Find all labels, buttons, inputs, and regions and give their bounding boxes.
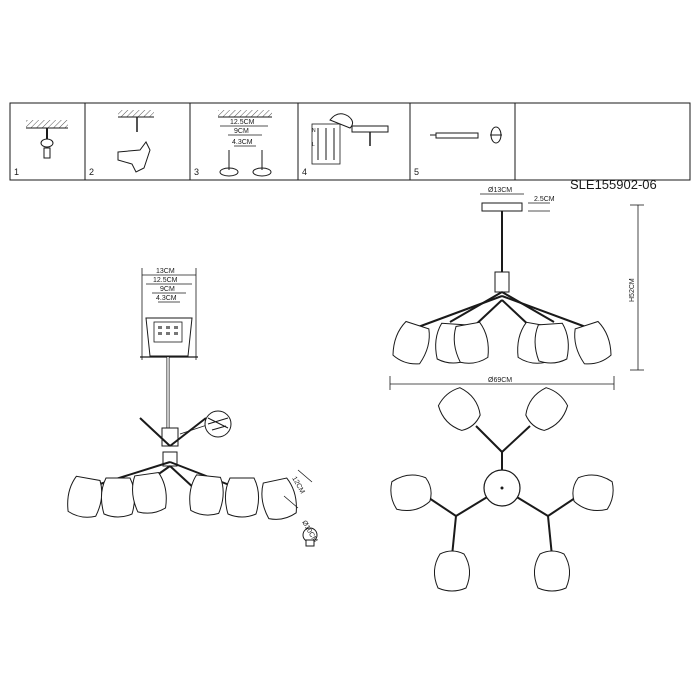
model-code: SLE155902-06	[570, 177, 657, 192]
left-assembly-view: 13CM 12.5CM 9CM 4.3CM	[64, 268, 318, 547]
step-2-number: 2	[89, 167, 94, 177]
top-plan-view	[387, 382, 617, 592]
total-height-dim: H52CM	[629, 278, 636, 302]
bulb-icon	[302, 527, 318, 547]
step-5-number: 5	[414, 167, 419, 177]
canopy-diameter-dim: Ø13CM	[488, 187, 512, 194]
step-3-dim-3: 4.3CM	[232, 139, 253, 146]
step-3-illustration: 12.5CM 9CM 4.3CM	[218, 110, 272, 177]
svg-text:L: L	[312, 142, 315, 148]
step-5-illustration	[430, 126, 502, 144]
bracket-dim-4-3: 4.3CM	[156, 295, 177, 302]
step-3-dim-1: 12.5CM	[230, 119, 255, 126]
step-2-illustration	[117, 110, 154, 173]
bracket-dim-12-5: 12.5CM	[153, 277, 178, 284]
bracket-dim-9: 9CM	[160, 286, 175, 293]
step-4-number: 4	[302, 167, 307, 177]
step-3-dim-2: 9CM	[234, 128, 249, 135]
side-elevation-view: Ø13CM 2.5CM H52CM Ø69CM	[389, 187, 644, 390]
step-4-illustration: N L	[311, 113, 389, 165]
bracket-dim-13: 13CM	[156, 268, 175, 275]
total-width-dim: Ø69CM	[488, 377, 512, 384]
step-3-number: 3	[194, 167, 199, 177]
canopy-height-dim: 2.5CM	[534, 196, 555, 203]
svg-text:N: N	[312, 128, 316, 134]
step-strip: 1 2 3 4 5 12.5CM 9CM 4.3CM	[9, 102, 691, 181]
step-1-number: 1	[14, 167, 19, 177]
step-1-illustration	[26, 120, 68, 159]
